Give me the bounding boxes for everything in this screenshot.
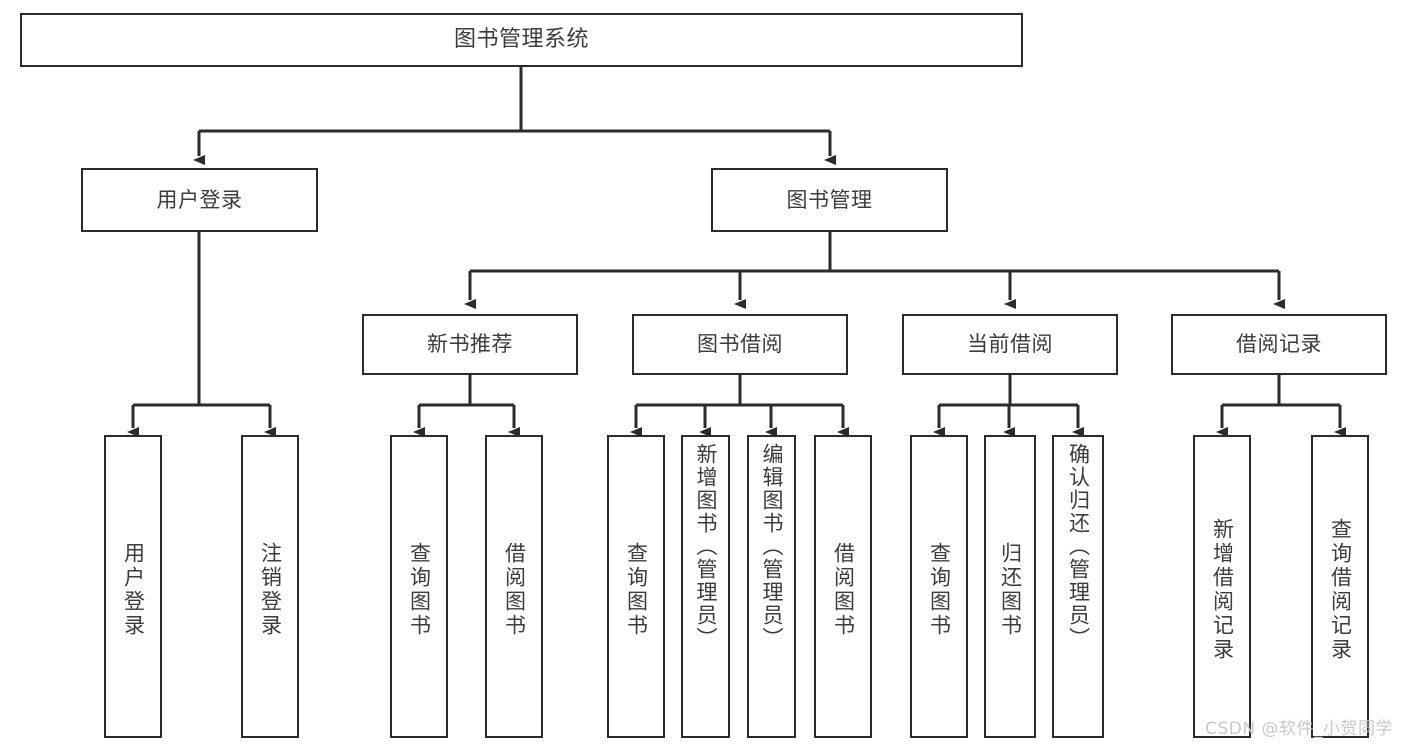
- node-label: 新增借阅记录: [1210, 517, 1235, 662]
- node-label: 借阅记录: [1236, 332, 1322, 357]
- leaf-confirm-return-admin[interactable]: 确认归还（管理员）: [1052, 435, 1104, 738]
- node-label: 借阅图书: [831, 541, 856, 638]
- node-label: 当前借阅: [967, 332, 1053, 357]
- leaf-query-books-current[interactable]: 查询图书: [910, 435, 968, 738]
- node-book-management[interactable]: 图书管理: [711, 168, 948, 232]
- node-label: 编辑图书（管理员）: [760, 443, 784, 650]
- node-label: 图书借阅: [697, 332, 783, 357]
- leaf-user-login[interactable]: 用户登录: [104, 435, 162, 738]
- node-label: 查询借阅记录: [1328, 517, 1353, 662]
- leaf-borrow-books-borrowing[interactable]: 借阅图书: [814, 435, 872, 738]
- node-label: 查询图书: [624, 541, 649, 638]
- node-label: 借阅图书: [502, 541, 527, 638]
- node-label: 查询图书: [927, 541, 952, 638]
- leaf-add-book-admin[interactable]: 新增图书（管理员）: [681, 435, 730, 738]
- leaf-logout[interactable]: 注销登录: [241, 435, 299, 738]
- node-label: 注销登录: [258, 541, 283, 638]
- leaf-query-books-recommendation[interactable]: 查询图书: [390, 435, 448, 738]
- node-label: 确认归还（管理员）: [1066, 443, 1091, 650]
- node-book-borrowing[interactable]: 图书借阅: [632, 314, 848, 375]
- node-label: 图书管理系统: [453, 27, 589, 53]
- node-label: 新增图书（管理员）: [694, 443, 718, 650]
- node-borrow-records[interactable]: 借阅记录: [1171, 314, 1387, 375]
- node-label: 用户登录: [121, 541, 146, 638]
- node-label: 归还图书: [998, 541, 1023, 638]
- node-book-management-system[interactable]: 图书管理系统: [20, 13, 1023, 67]
- node-current-borrowing[interactable]: 当前借阅: [902, 314, 1118, 375]
- leaf-return-books[interactable]: 归还图书: [984, 435, 1036, 738]
- node-user-login[interactable]: 用户登录: [81, 168, 318, 232]
- leaf-borrow-books-recommendation[interactable]: 借阅图书: [485, 435, 543, 738]
- node-new-book-recommendation[interactable]: 新书推荐: [362, 314, 578, 375]
- leaf-edit-book-admin[interactable]: 编辑图书（管理员）: [747, 435, 796, 738]
- leaf-query-borrow-record[interactable]: 查询借阅记录: [1311, 435, 1369, 738]
- leaf-query-books-borrowing[interactable]: 查询图书: [607, 435, 665, 738]
- node-label: 用户登录: [156, 187, 243, 212]
- leaf-add-borrow-record[interactable]: 新增借阅记录: [1193, 435, 1251, 738]
- node-label: 新书推荐: [427, 332, 513, 357]
- node-label: 图书管理: [786, 187, 873, 212]
- watermark: CSDN @软件_小贺同学: [1205, 719, 1393, 739]
- node-label: 查询图书: [407, 541, 432, 638]
